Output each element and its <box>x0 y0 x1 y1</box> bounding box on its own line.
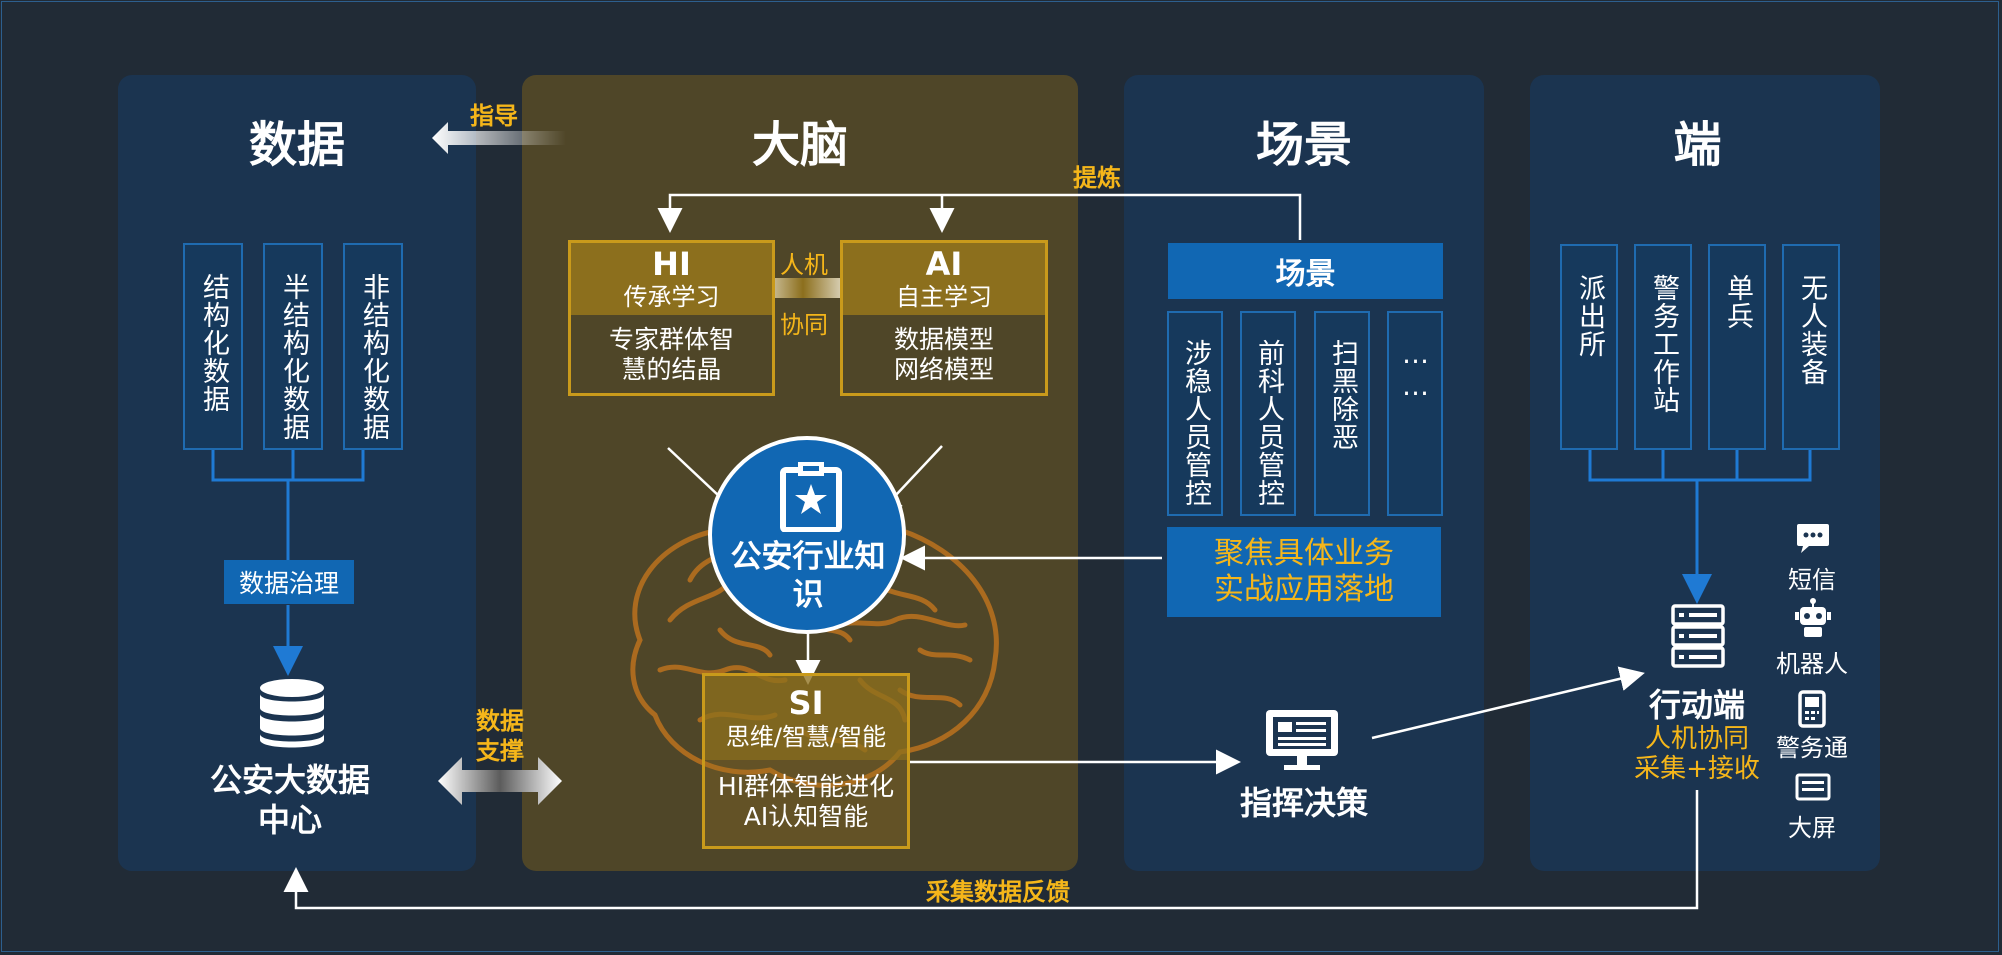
ai-box: AI 自主学习 数据模型网络模型 <box>840 240 1048 396</box>
collab-label-1: 人机 <box>780 251 828 279</box>
big-screen-label: 大屏 <box>1788 814 1836 842</box>
support-label: 数据支撑 <box>476 707 524 765</box>
data-title: 数据 <box>248 117 345 173</box>
command-decision-label: 指挥决策 <box>1239 784 1368 822</box>
ai-description: 数据模型网络模型 <box>893 325 994 384</box>
hi-heading: HI <box>652 245 691 283</box>
si-subheading: 思维/智慧/智能 <box>725 723 887 751</box>
unstructured-data-box: 非结构化数据 <box>343 243 403 450</box>
action-terminal-line2: 采集+接收 <box>1634 754 1760 784</box>
scene-box-stability: 涉稳人员管控 <box>1167 311 1223 516</box>
big-data-center-label: 公安大数据中心 <box>209 761 370 839</box>
terminal-box-workstation: 警务工作站 <box>1634 244 1692 450</box>
database-icon <box>260 679 324 748</box>
ai-heading: AI <box>925 245 963 283</box>
action-terminal-title: 行动端 <box>1648 686 1745 724</box>
phone-icon <box>1798 690 1826 728</box>
hi-description: 专家群体智慧的结晶 <box>608 325 734 384</box>
scene-header-bar: 场景 <box>1168 243 1443 299</box>
focus-business-box: 聚焦具体业务实战应用落地 <box>1167 527 1441 617</box>
semi-structured-data-box: 半结构化数据 <box>263 243 323 450</box>
action-terminal-line1: 人机协同 <box>1644 724 1749 754</box>
scene-box-anti-gang: 扫黑除恶 <box>1314 311 1370 516</box>
data-governance-badge: 数据治理 <box>224 560 354 604</box>
knowledge-label: 公安行业知识 <box>730 539 886 613</box>
hi-subheading: 传承学习 <box>623 283 720 311</box>
screen-icon <box>1795 773 1831 801</box>
guide-label: 指导 <box>470 102 518 130</box>
si-heading: SI <box>788 684 824 722</box>
chat-bubble-icon <box>1797 524 1829 553</box>
scene-title: 场景 <box>1255 117 1352 173</box>
terminal-box-unmanned: 无人装备 <box>1782 244 1840 450</box>
hi-box: HI 传承学习 专家群体智慧的结晶 <box>568 240 775 396</box>
knowledge-circle: 公安行业知识 <box>708 436 906 634</box>
structured-data-box: 结构化数据 <box>183 243 243 450</box>
police-phone-label: 警务通 <box>1776 734 1848 762</box>
server-icon <box>1671 604 1725 668</box>
clipboard-icon <box>780 462 842 532</box>
si-box: SI 思维/智慧/智能 HI群体智能进化AI认知智能 <box>702 673 910 849</box>
data-panel <box>118 75 476 871</box>
si-description: HI群体智能进化AI认知智能 <box>717 772 895 831</box>
sms-label: 短信 <box>1788 566 1836 594</box>
support-arrow <box>438 757 562 805</box>
robot-label: 机器人 <box>1776 650 1848 678</box>
terminal-title: 端 <box>1673 117 1722 173</box>
terminal-box-soldier: 单兵 <box>1708 244 1766 450</box>
scene-box-more: …… <box>1387 311 1443 516</box>
terminal-panel <box>1530 75 1880 871</box>
collab-label-2: 协同 <box>780 311 828 339</box>
feedback-label: 采集数据反馈 <box>926 878 1070 906</box>
brain-title: 大脑 <box>751 117 848 173</box>
robot-icon <box>1795 598 1831 637</box>
terminal-box-police-station: 派出所 <box>1560 244 1618 450</box>
monitor-icon <box>1266 710 1338 770</box>
scene-box-criminal-record: 前科人员管控 <box>1240 311 1296 516</box>
refine-label: 提炼 <box>1073 164 1121 192</box>
ai-subheading: 自主学习 <box>896 283 992 311</box>
guide-arrow <box>432 122 566 154</box>
